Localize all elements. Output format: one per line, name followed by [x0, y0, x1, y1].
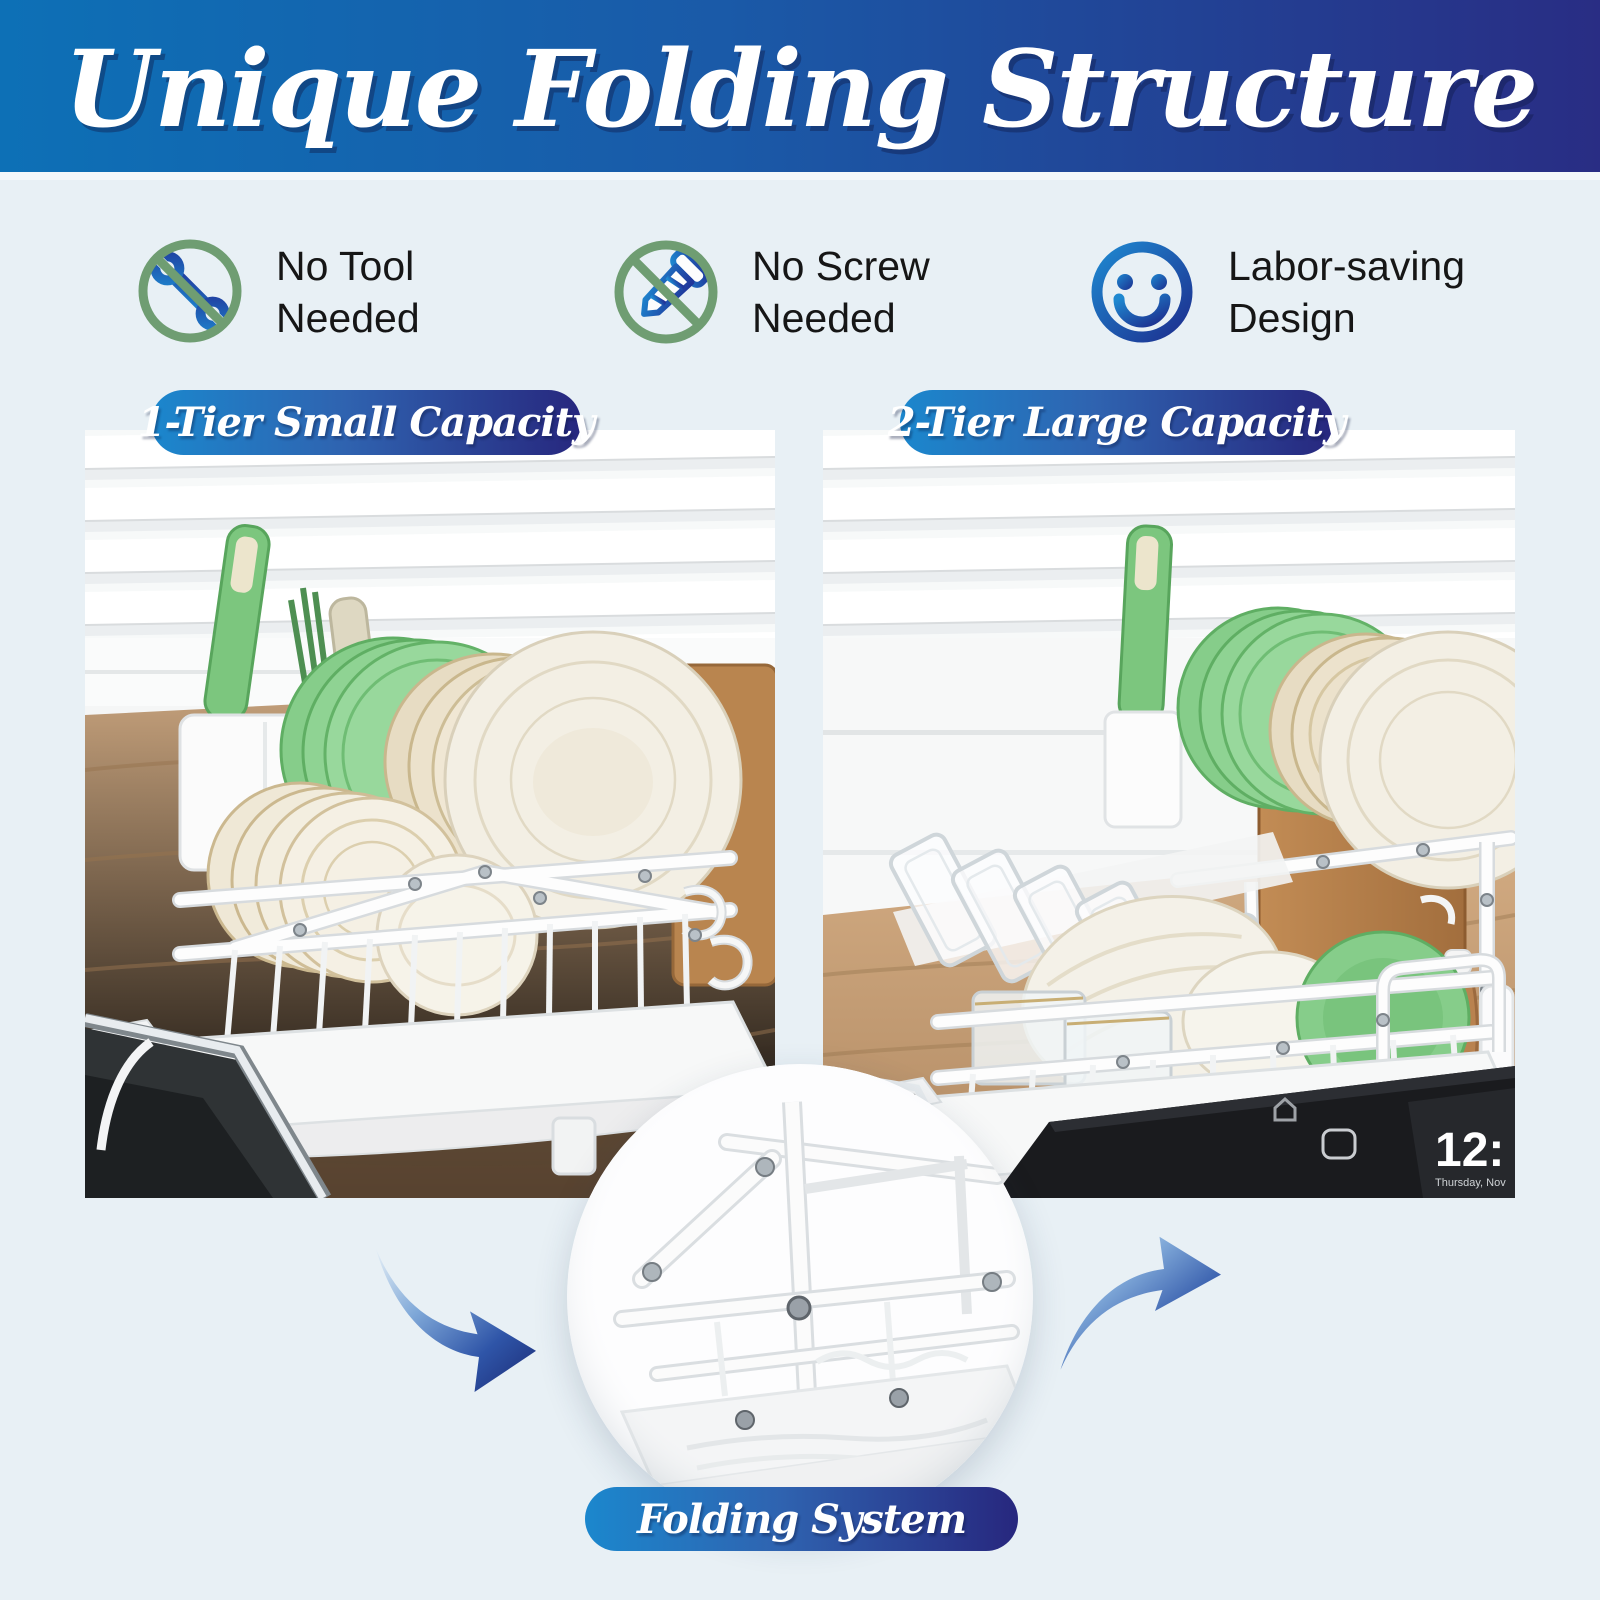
feature-no-tool-label: No Tool Needed [276, 240, 420, 344]
knife-handle-tip [230, 536, 258, 593]
rack-frame [172, 850, 753, 1043]
feature-line: No Tool [276, 243, 415, 289]
folding-mechanism-photo [567, 1064, 1033, 1530]
clock-date: Thursday, Nov [1435, 1177, 1506, 1189]
badge-2tier: 2-Tier Large Capacity [888, 390, 1346, 455]
feature-line: Needed [276, 295, 420, 341]
feature-line: Design [1228, 295, 1356, 341]
clock-time: 12: [1435, 1124, 1504, 1177]
kitchen-sink [85, 1013, 332, 1198]
knife-holder [1103, 524, 1183, 829]
no-symbol-slash [153, 254, 227, 328]
curved-arrow-up-right-icon [1060, 1236, 1221, 1370]
feature-line: Labor-saving [1228, 243, 1466, 289]
badge-label: Folding System [636, 1495, 967, 1543]
badge-1tier: 1-Tier Small Capacity [138, 390, 595, 455]
no-symbol-slash [629, 255, 703, 329]
home-icon [1273, 1096, 1297, 1122]
no-symbol-circle [614, 240, 718, 344]
feature-line: Needed [752, 295, 896, 341]
drainboard [91, 1000, 775, 1194]
labor-saving-icon [1091, 241, 1193, 343]
wire-hook [1419, 895, 1456, 925]
page-title: Unique Folding Structure [63, 26, 1539, 151]
header-divider [0, 172, 1600, 180]
curved-arrow-down-right-icon [375, 1247, 536, 1392]
folding-detail-inset [567, 1064, 1033, 1530]
no-tool-icon [138, 239, 242, 343]
power-button-icon [1321, 1128, 1357, 1160]
microwave-oven: 12: Thursday, Nov [993, 1066, 1515, 1198]
smiley-glyph [1091, 241, 1193, 343]
badge-label: 1-Tier Small Capacity [137, 399, 596, 446]
panel-photo-1tier [85, 430, 775, 1198]
badge-label: 2-Tier Large Capacity [887, 399, 1347, 446]
basket-handle [1378, 955, 1504, 1068]
window-blinds [85, 430, 775, 652]
top-tier-white-plate [1318, 630, 1515, 890]
feature-labor-saving-label: Labor-saving Design [1228, 240, 1465, 344]
tray-leg [551, 1116, 597, 1176]
drain-hose [96, 1038, 154, 1151]
frame-screws [1116, 1013, 1390, 1069]
feature-no-screw-label: No Screw Needed [752, 240, 930, 344]
frame-screws [293, 865, 702, 942]
window-blinds [823, 430, 1515, 652]
header-banner: Unique Folding Structure [0, 0, 1600, 172]
basket-wires [224, 913, 690, 1043]
no-screw-icon [614, 240, 718, 344]
wall-groove [823, 850, 1515, 855]
clock-display [1408, 1088, 1515, 1198]
no-symbol-circle [138, 239, 242, 343]
feature-line: No Screw [752, 243, 930, 289]
panel-photo-2tier: 12: Thursday, Nov [823, 430, 1515, 1198]
large-white-plate [443, 630, 743, 930]
folding-system-badge: Folding System [585, 1487, 1018, 1551]
